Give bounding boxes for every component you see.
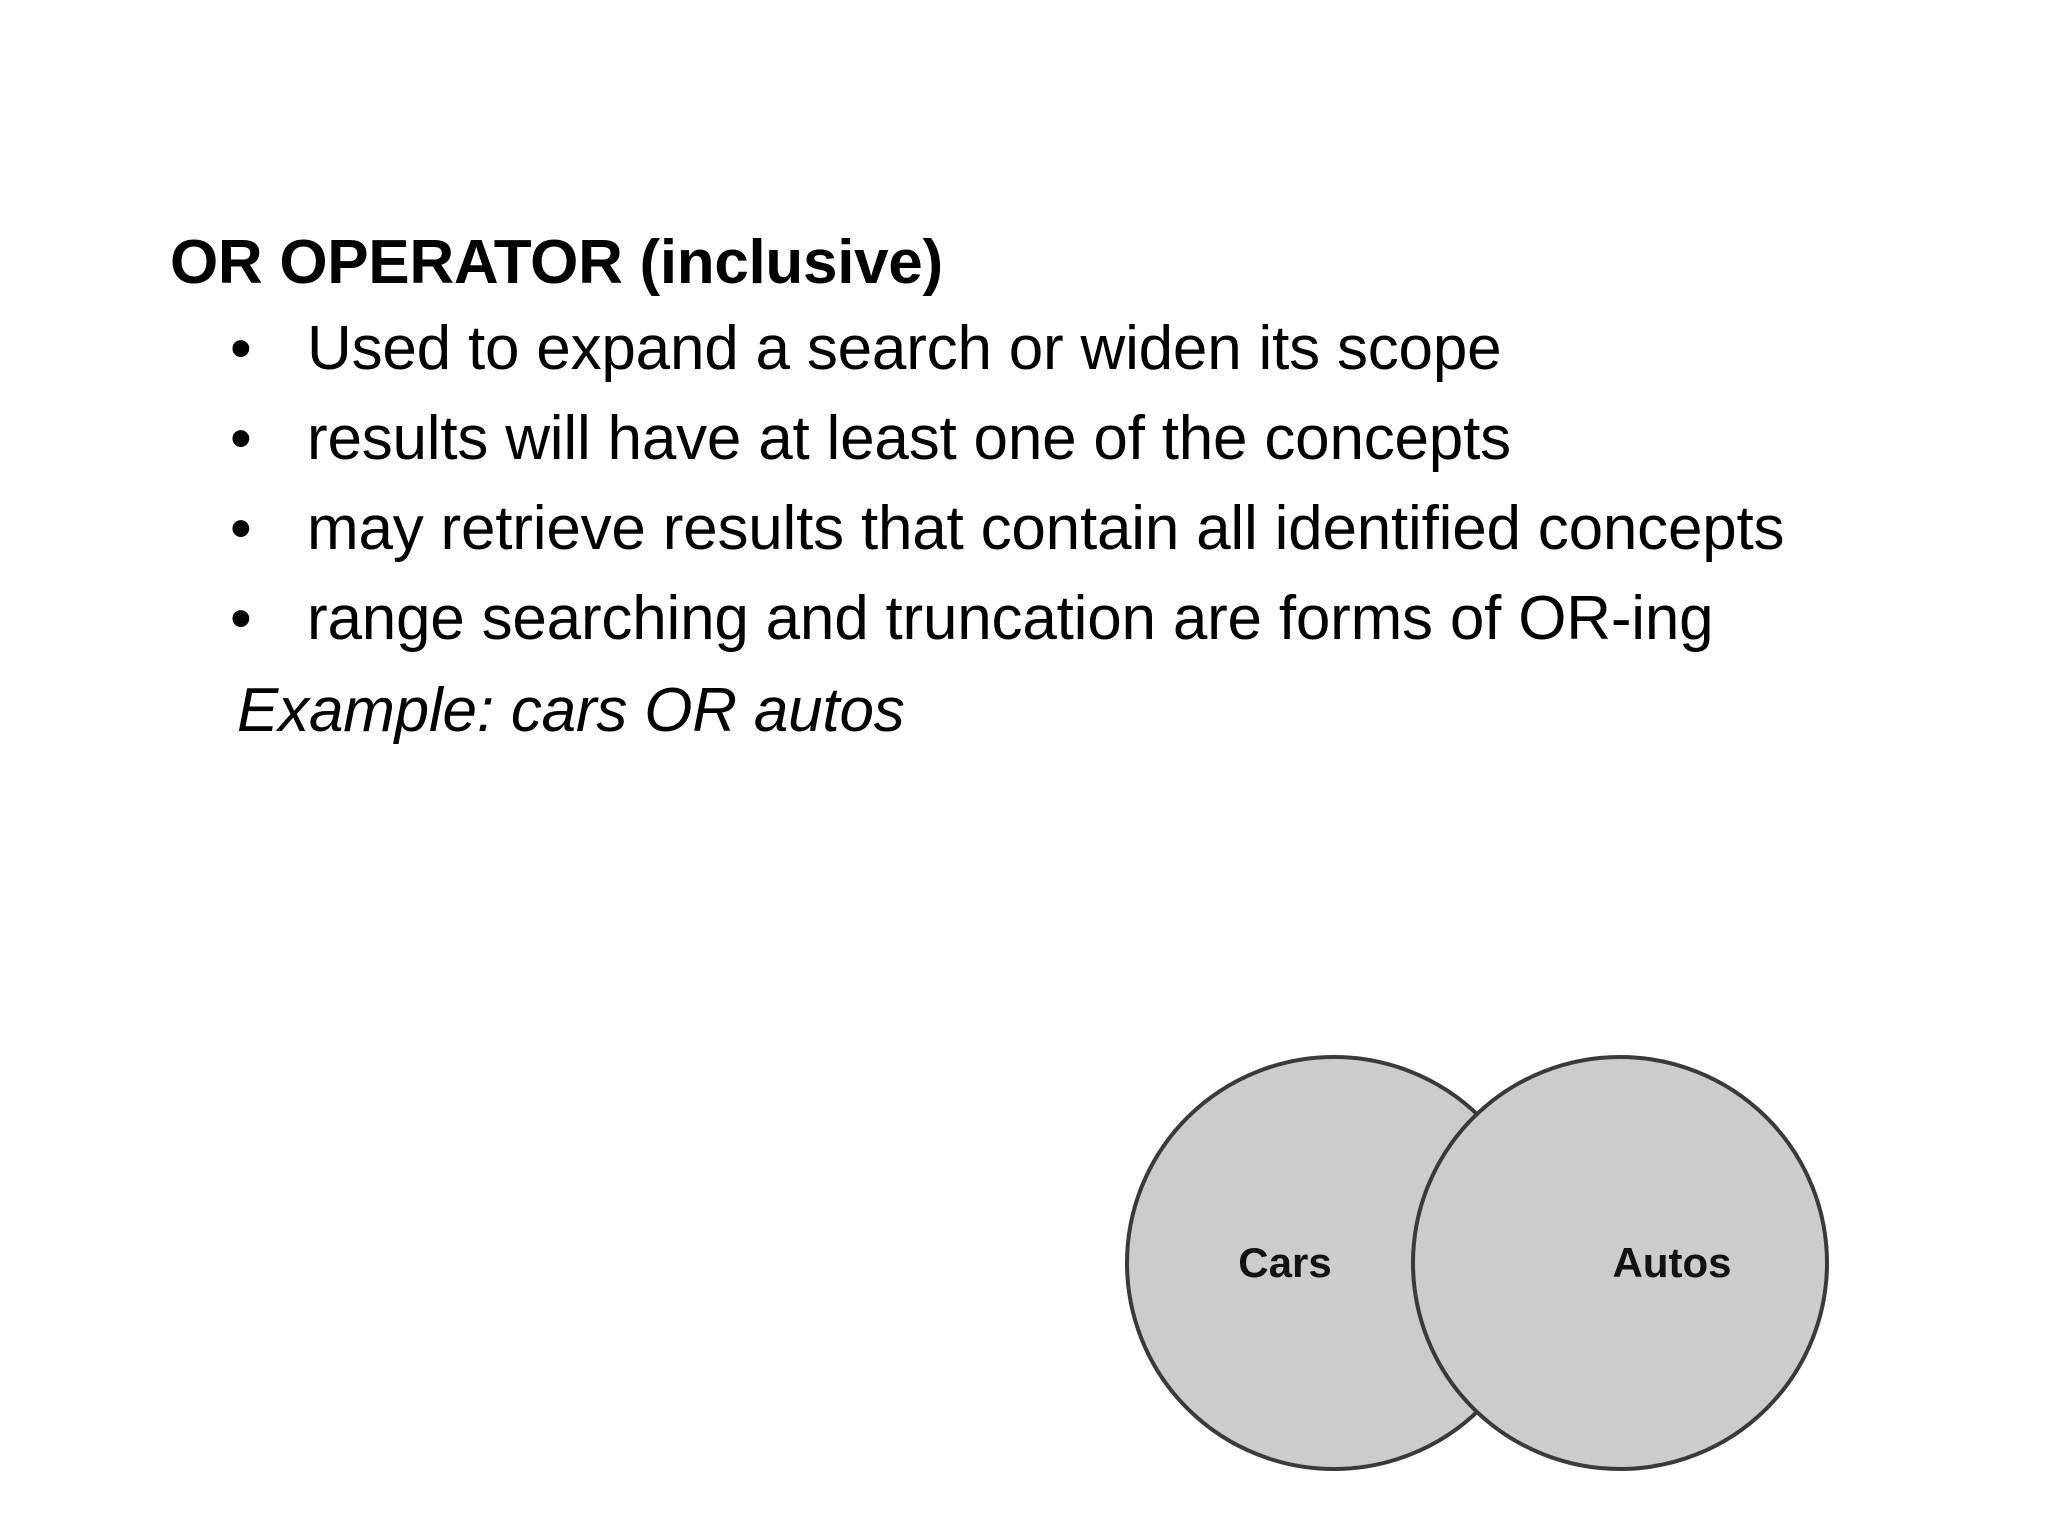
page-title: OR OPERATOR (inclusive) [170, 228, 943, 297]
example-text: Example: cars OR autos [237, 676, 905, 746]
bullet-list: • Used to expand a search or widen its s… [170, 313, 1900, 655]
venn-circle-autos [1411, 1055, 1829, 1471]
list-item: • may retrieve results that contain all … [170, 493, 1900, 565]
list-item-text: may retrieve results that contain all id… [307, 494, 1785, 564]
venn-diagram: Cars Autos [1125, 1054, 1829, 1472]
list-item-text: results will have at least one of the co… [307, 404, 1511, 474]
venn-label-autos: Autos [1613, 1239, 1732, 1286]
bullet-point-icon: • [230, 404, 252, 474]
list-item-text: range searching and truncation are forms… [307, 584, 1714, 654]
bullet-point-icon: • [230, 584, 252, 654]
list-item-text: Used to expand a search or widen its sco… [307, 314, 1502, 384]
venn-label-cars: Cars [1238, 1239, 1331, 1286]
slide-content-block: OR OPERATOR (inclusive) • Used to expand… [170, 228, 1900, 747]
bullet-point-icon: • [230, 494, 252, 564]
bullet-point-icon: • [230, 314, 252, 384]
list-item: • results will have at least one of the … [170, 403, 1900, 475]
list-item: • range searching and truncation are for… [170, 583, 1900, 655]
list-item: • Used to expand a search or widen its s… [170, 313, 1900, 385]
